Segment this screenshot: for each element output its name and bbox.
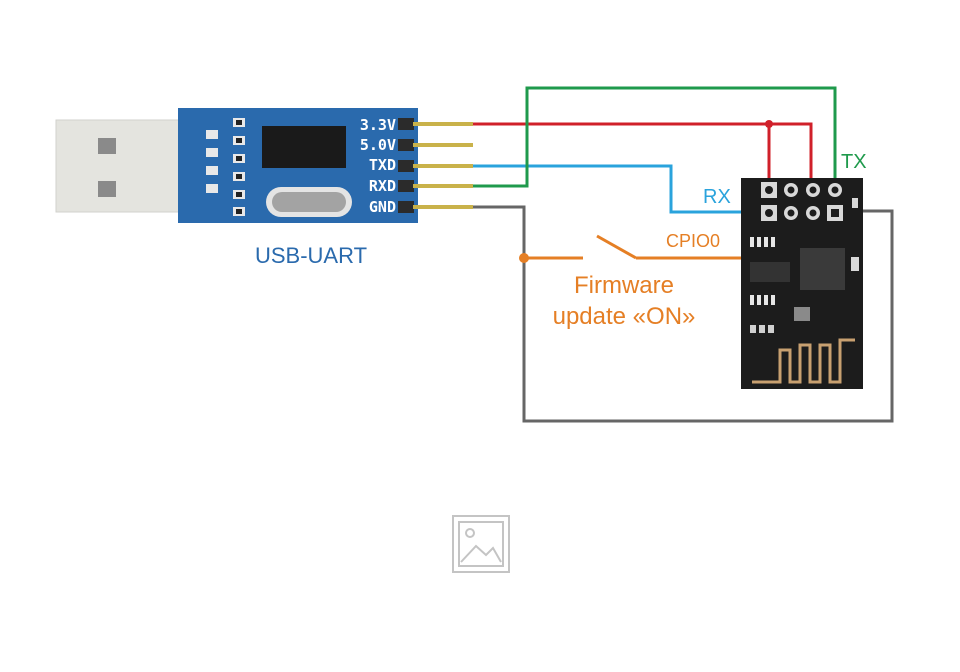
tx-label: TX [841,151,867,173]
esp-pads [750,237,775,305]
esp-chip-main [800,248,845,290]
pin-label-txd: TXD [369,156,396,174]
wire-3v3 [473,122,813,190]
header-pins [398,118,473,213]
rx-label: RX [703,186,731,208]
esp-module [741,178,863,389]
esp-header-pins [761,182,843,221]
wire-rxd-tx [473,86,837,190]
firmware-caption-line2: update «ON» [553,303,696,330]
uart-chip [262,126,346,168]
wire-gnd [473,205,894,423]
pin-label-3v3: 3.3V [360,116,396,134]
pcb-antenna [752,338,855,384]
usb-uart-title: USB-UART [255,243,367,268]
switch-junction [519,253,529,263]
gpio0-label: CPIO0 [666,231,720,251]
smd-components [233,118,245,216]
pin-label-rxd: RXD [369,177,396,195]
wire-txd-rx [473,164,768,214]
usb-plug [55,119,183,213]
switch-lever [596,234,637,260]
image-placeholder-icon [452,515,510,573]
wire-3v3-junction [765,120,773,128]
plug-pads [206,130,218,193]
pin-label-5v0: 5.0V [360,136,396,154]
usb-uart-adapter: 3.3V 5.0V TXD RXD GND USB-UART [55,108,473,268]
esp-chip-small [750,262,790,282]
pin-label-gnd: GND [369,198,396,216]
crystal [266,187,352,217]
firmware-caption-line1: Firmware [574,272,674,299]
